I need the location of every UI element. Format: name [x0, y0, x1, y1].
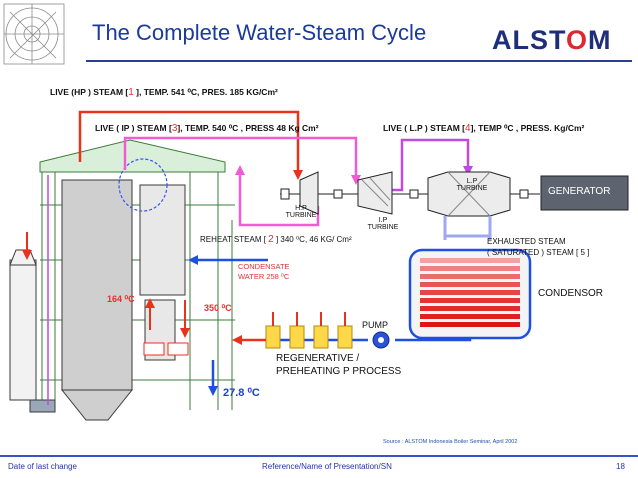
reheat-steam-pipe	[238, 172, 320, 227]
live-lp-number: 4	[465, 123, 471, 134]
hp-turbine-label: H.P TURBINE	[285, 205, 317, 219]
footer-reference: Reference/Name of Presentation/SN	[262, 462, 392, 471]
lp-turbine-icon	[427, 171, 511, 217]
ip-turbine-label: I.P TURBINE	[367, 217, 399, 231]
pump-label: PUMP	[362, 320, 389, 330]
boiler-structure	[9, 139, 235, 421]
pump-hub	[378, 337, 384, 343]
source-note: Source : ALSTOM Indonesia Boiler Seminar…	[383, 439, 518, 445]
hp-steam-arrow	[293, 170, 303, 180]
hp-turbine-icon	[299, 171, 319, 215]
condensor-label: CONDENSOR	[538, 288, 604, 299]
logo-part-o: O	[566, 25, 589, 55]
reheat-steam-label: REHEAT STEAM [ 2 ] 340 ⁰C, 46 KG/ Cm²	[200, 234, 352, 245]
left-red-arrow	[22, 250, 32, 260]
coupling-4	[519, 189, 529, 199]
feedwater-arrow	[232, 335, 242, 345]
live-lp-steam-pipe	[392, 138, 470, 192]
temp-164-label: 164 ⁰C	[107, 294, 135, 304]
coupling-1	[280, 188, 290, 200]
footer-page-number: 18	[616, 462, 625, 471]
emblem-icon	[3, 3, 65, 65]
live-ip-text-a: LIVE ( IP ) STEAM [	[95, 123, 172, 133]
live-hp-text-a: LIVE (HP ) STEAM [	[50, 87, 129, 97]
exhausted-steam-label: EXHAUSTED STEAM ( SATURATED ) STEAM [ 5 …	[487, 237, 590, 257]
live-ip-text-b: ], TEMP. 540 ⁰C , PRESS 48 Kg Cm²	[177, 123, 319, 133]
reheat-text-a: REHEAT STEAM [	[200, 235, 269, 244]
reheat-text-b: ] 340 ⁰C, 46 KG/ Cm²	[273, 235, 352, 244]
generator-icon	[540, 175, 629, 211]
ip-turbine-icon	[357, 171, 393, 215]
reheat-arrow	[235, 165, 245, 175]
condensate-arrow	[188, 255, 198, 265]
exhaust-steam-pipe	[443, 216, 492, 240]
reheat-number: 2	[268, 234, 274, 245]
drum-highlight	[118, 158, 168, 212]
temp-27-label: 27.8 ⁰C	[223, 387, 260, 399]
coupling-3	[409, 189, 419, 199]
live-ip-steam-label: LIVE ( IP ) STEAM [3], TEMP. 540 ⁰C , PR…	[95, 123, 319, 134]
ip-steam-arrow	[351, 175, 361, 185]
live-hp-steam-pipe	[78, 110, 300, 172]
right-red-arrow	[180, 328, 190, 338]
live-lp-steam-label: LIVE ( L.P ) STEAM [4], TEMP ⁰C , PRESS.…	[383, 123, 584, 134]
live-hp-steam-label: LIVE (HP ) STEAM [1 ], TEMP. 541 ⁰C, PRE…	[50, 87, 278, 98]
alstom-logo: ALSTOM	[492, 25, 612, 56]
header-rule	[86, 60, 632, 62]
footer-date: Date of last change	[8, 462, 77, 471]
live-hp-text-b: ], TEMP. 541 ⁰C, PRES. 185 KG/Cm²	[133, 87, 278, 97]
logo-part-1: ALST	[492, 25, 567, 55]
page-title: The Complete Water-Steam Cycle	[92, 20, 427, 45]
condensate-label: CONDENSATE WATER 258 ⁰C	[238, 262, 290, 281]
bottom-blue-arrow	[208, 386, 218, 396]
condensor-icon	[408, 248, 532, 340]
live-ip-steam-pipe	[123, 136, 358, 177]
temp-350-label: 350 ⁰C	[204, 303, 232, 313]
footer-rule	[0, 455, 638, 457]
generator-label: GENERATOR	[548, 186, 611, 197]
logo-part-2: M	[588, 25, 612, 55]
live-lp-text-b: ], TEMP ⁰C , PRESS. Kg/Cm²	[470, 123, 585, 133]
lp-steam-arrow	[463, 166, 473, 176]
live-hp-number: 1	[128, 87, 134, 98]
lp-turbine-label: L.P TURBINE	[456, 178, 488, 192]
regenerative-label: REGENERATIVE / PREHEATING P PROCESS	[276, 353, 402, 377]
preheater-bank	[265, 312, 353, 349]
coupling-2	[333, 189, 343, 199]
live-lp-text-a: LIVE ( L.P ) STEAM [	[383, 123, 466, 133]
mid-red-arrow	[145, 298, 155, 308]
live-ip-number: 3	[171, 123, 178, 134]
